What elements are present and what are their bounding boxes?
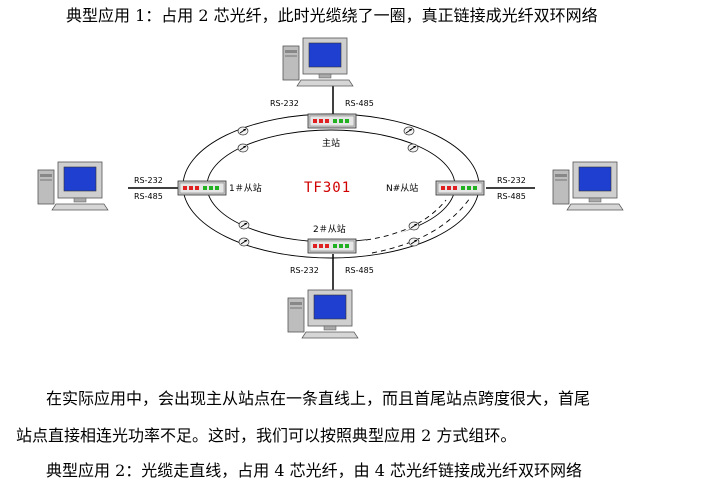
computer-icon-top xyxy=(282,37,354,87)
computer-icon-left xyxy=(37,161,109,211)
fiber-connector-icon xyxy=(238,220,250,230)
slaven-label: N#从站 xyxy=(386,182,418,194)
fiber-connector-icon xyxy=(403,126,415,136)
left-rs232-label: RS-232 xyxy=(134,176,163,185)
slave1-label: 1＃从站 xyxy=(229,182,262,194)
paragraph-line-1: 在实际应用中，会出现主从站点在一条直线上，而且首尾站点跨度很大，首尾 xyxy=(46,389,591,408)
computer-icon-bottom xyxy=(287,289,359,339)
right-rs485-label: RS-485 xyxy=(497,192,526,201)
top-rs485-label: RS-485 xyxy=(345,99,374,108)
heading-application-2: 典型应用 2：光缆走直线，占用 4 芯光纤，由 4 芯光纤链接成光纤双环网络 xyxy=(46,461,582,480)
fiber-connector-icon xyxy=(408,221,420,231)
master-station-device xyxy=(307,113,357,129)
bottom-rs485-label: RS-485 xyxy=(345,266,374,275)
center-model-label: TF301 xyxy=(304,180,351,196)
bottom-rs232-label: RS-232 xyxy=(290,266,319,275)
paragraph-line-2: 站点直接相连光功率不足。这时，我们可以按照典型应用 2 方式组环。 xyxy=(16,426,517,445)
fiber-connector-icon xyxy=(238,237,250,247)
fiber-connector-icon xyxy=(237,126,249,136)
slave2-label: 2＃从站 xyxy=(313,223,346,235)
heading-application-1: 典型应用 1：占用 2 芯光纤，此时光缆绕了一圈，真正链接成光纤双环网络 xyxy=(66,6,598,25)
left-rs485-label: RS-485 xyxy=(134,192,163,201)
fiber-connector-icon xyxy=(237,143,249,153)
top-rs232-label: RS-232 xyxy=(270,99,299,108)
computer-icon-right xyxy=(552,161,624,211)
ring-network-diagram: RS-232 RS-485 主站 RS-232 RS-485 1＃从站 TF30… xyxy=(37,37,624,339)
slave1-device xyxy=(177,180,227,196)
dashed-fiber-inner xyxy=(365,199,447,241)
master-station-label: 主站 xyxy=(322,137,340,149)
fiber-connector-icon xyxy=(407,143,419,153)
slaven-device xyxy=(435,180,485,196)
slave2-device xyxy=(307,238,357,254)
fiber-connector-icon xyxy=(408,237,420,247)
right-rs232-label: RS-232 xyxy=(497,176,526,185)
